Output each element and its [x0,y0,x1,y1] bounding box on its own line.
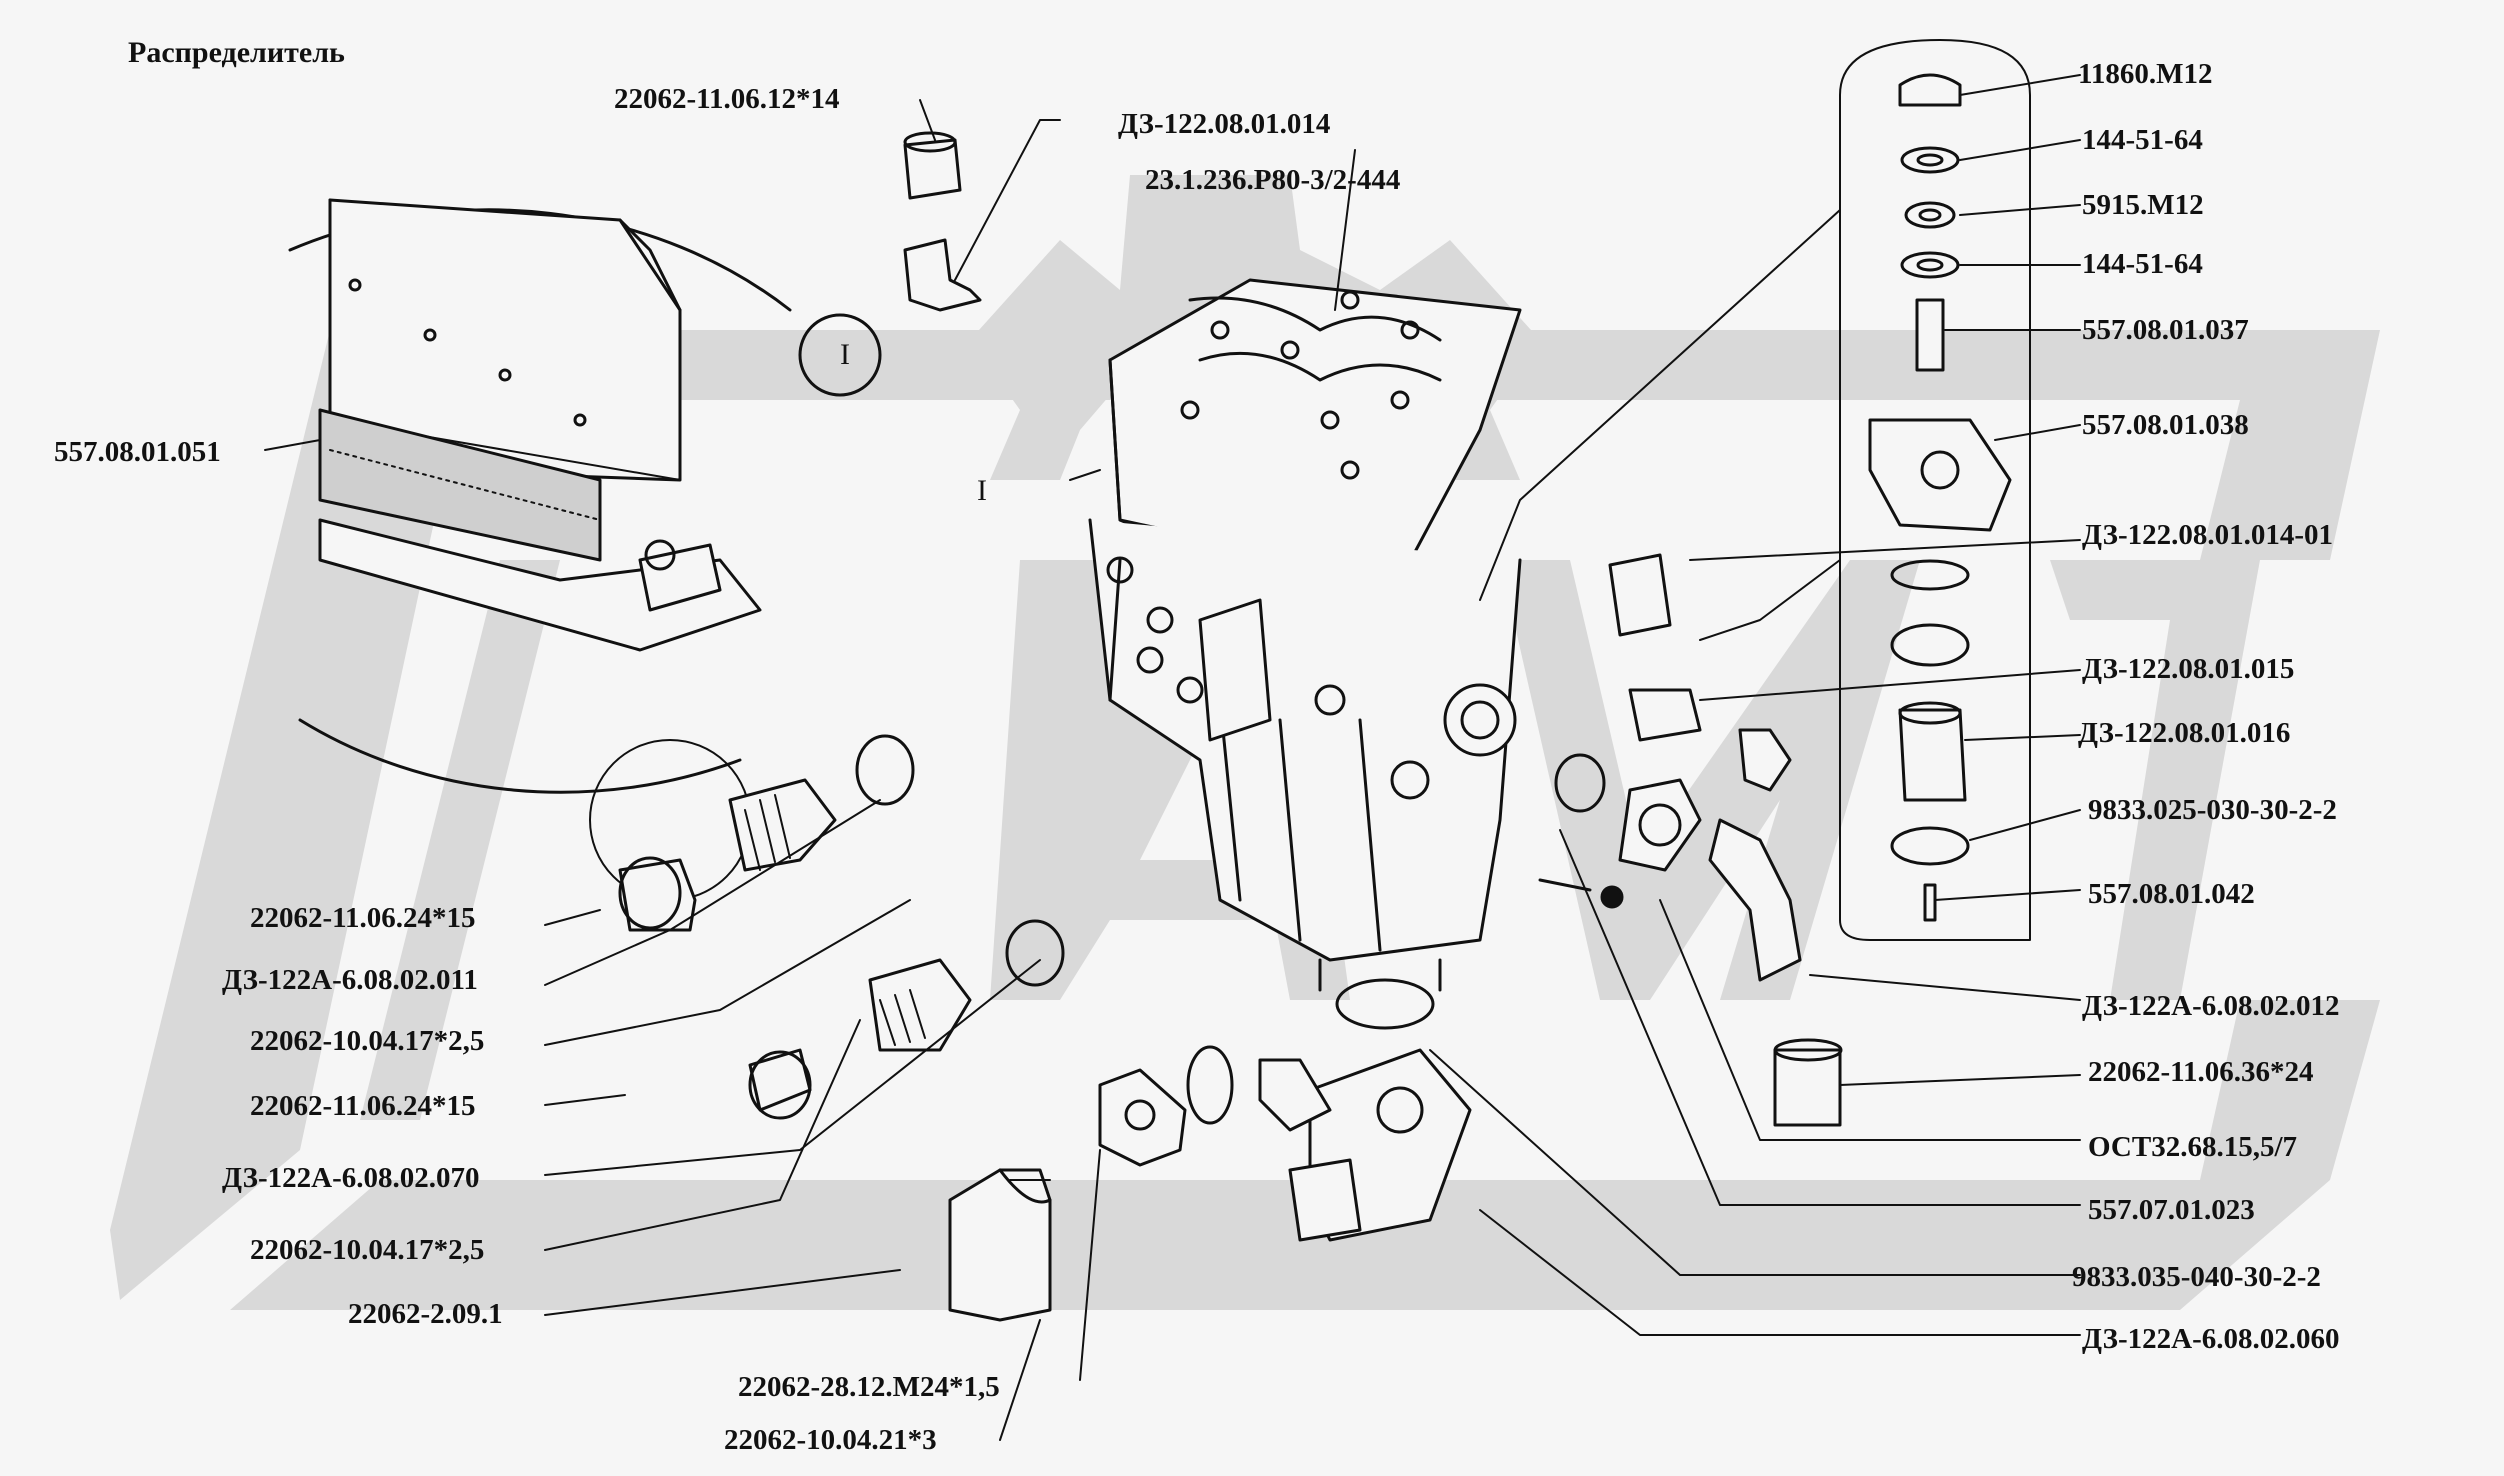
part-label: ДЗ-122А-6.08.02.011 [222,964,478,996]
part-label: ДЗ-122.08.01.014 [1118,108,1331,140]
page-title: Распределитель [128,36,345,69]
zone-label-i-main: I [977,474,987,507]
part-label: ДЗ-122А-6.08.02.070 [222,1162,480,1194]
distributor-body [1088,278,1522,992]
part-label: ДЗ-122.08.01.015 [2082,653,2295,685]
part-label: 23.1.236.Р80-3/2-444 [1145,164,1401,196]
part-label: 5915.М12 [2082,189,2204,221]
part-label: 22062-10.04.17*2,5 [250,1234,485,1266]
part-label: 9833.025-030-30-2-2 [2088,794,2337,826]
part-label: 22062-11.06.12*14 [614,83,840,115]
part-label: 557.08.01.042 [2088,878,2255,910]
part-label: 22062-10.04.21*3 [724,1424,937,1456]
part-label: ДЗ-122.08.01.014-01 [2082,519,2334,551]
part-label: ОСТ32.68.15,5/7 [2088,1131,2298,1163]
part-label: 144-51-64 [2082,248,2203,280]
zone-label-i: I [840,338,850,371]
part-label: 11860.М12 [2078,58,2213,90]
part-label: ДЗ-122А-6.08.02.060 [2082,1323,2340,1355]
part-label: 557.08.01.051 [54,436,221,468]
part-label: 22062-11.06.24*15 [250,902,476,934]
right-parts [1538,39,2031,1127]
part-label: 9833.035-040-30-2-2 [2072,1261,2321,1293]
part-label: 22062-11.06.36*24 [2088,1056,2314,1088]
part-label: 144-51-64 [2082,124,2203,156]
part-label: 22062-11.06.24*15 [250,1090,476,1122]
leader-lines [264,74,2081,1441]
part-label: 22062-28.12.М24*1,5 [738,1371,1000,1403]
part-label: 557.07.01.023 [2088,1194,2255,1226]
detail-view-i [288,198,882,901]
part-label: 22062-10.04.17*2,5 [250,1025,485,1057]
part-label: 557.08.01.038 [2082,409,2249,441]
part-label: ДЗ-122А-6.08.02.012 [2082,990,2340,1022]
part-label: ДЗ-122.08.01.016 [2078,717,2291,749]
left-parts [618,131,1472,1322]
part-label: 22062-2.09.1 [348,1298,503,1330]
part-label: 557.08.01.037 [2082,314,2249,346]
